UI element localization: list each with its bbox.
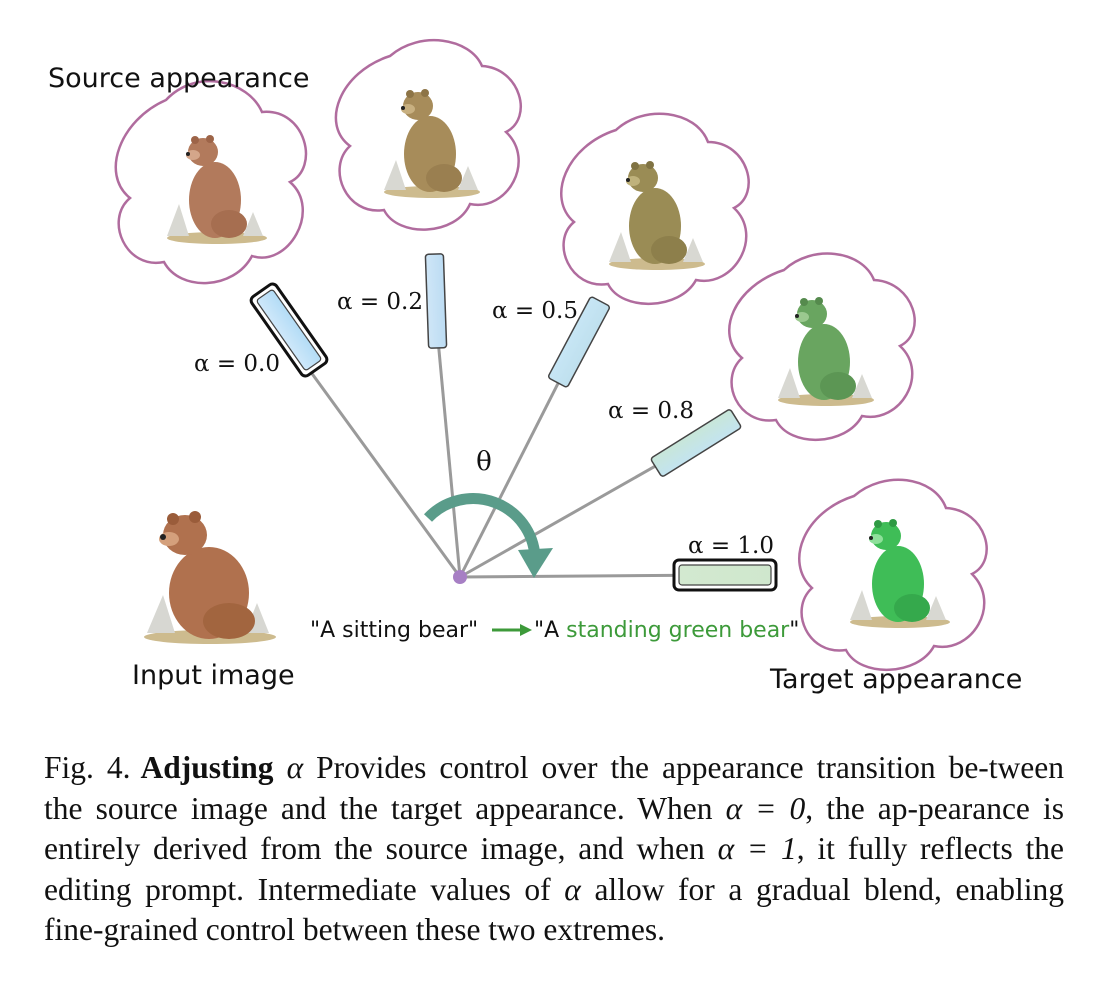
alpha-label-0-5: α = 0.5 (492, 298, 578, 324)
caption-text-2: , the ap-pearance is entirely derived fr… (44, 790, 1064, 867)
ray-alpha-0-0 (287, 341, 462, 578)
alpha-label-1-0: α = 1.0 (688, 533, 774, 559)
caption-cond-one: α = 1 (717, 831, 797, 866)
input-image-label: Input image (132, 660, 295, 691)
prompt-target-suffix: " (789, 618, 799, 643)
caption-alpha-again: α (564, 871, 581, 907)
target-appearance-label: Target appearance (769, 664, 1022, 695)
bear-alpha-0-2 (384, 89, 480, 198)
caption-cond-zero: α = 0 (725, 790, 806, 826)
ray-alpha-0-2 (434, 317, 462, 578)
alpha-label-0-8: α = 0.8 (608, 398, 694, 424)
slider-rect-alpha-0-2 (424, 253, 448, 349)
prompt-arrow (492, 624, 532, 636)
source-appearance-label: Source appearance (48, 63, 310, 94)
diagram-canvas: θ α = 0.0 α = 0.2 α = 0.5 α = 0.8 α = 1.… (48, 39, 1022, 695)
prompt-source: "A sitting bear" (310, 618, 478, 643)
caption-text-1: Provides control over the appearance tra… (44, 750, 1064, 826)
alpha-label-0-2: α = 0.2 (337, 289, 423, 315)
figure-caption: Fig. 4. Adjusting α Provides control over… (44, 748, 1064, 951)
caption-text-4: allow for a gradual blend, enabling fine… (44, 871, 1064, 948)
prompt-target-highlight: standing green bear (566, 618, 790, 643)
diagram: θ α = 0.0 α = 0.2 α = 0.5 α = 0.8 α = 1.… (48, 39, 1022, 695)
prompt-target-prefix: "A (534, 618, 566, 643)
theta-label: θ (476, 447, 492, 477)
slider-rect-alpha-0-8 (650, 409, 742, 477)
bear-alpha-0-8 (778, 297, 874, 406)
slider-rect-alpha-0-5 (547, 296, 611, 388)
slider-rect-alpha-0-0 (249, 282, 329, 378)
prompt-target: "A standing green bear" (534, 618, 799, 643)
slider-rect-alpha-1-0 (672, 558, 778, 592)
alpha-label-0-0: α = 0.0 (194, 351, 280, 377)
caption-alpha-symbol: α (286, 750, 304, 785)
caption-bold-lead: Adjusting (140, 750, 274, 785)
bear-alpha-0-5 (609, 161, 705, 270)
rays (287, 317, 726, 579)
theta-arrowhead (518, 548, 553, 578)
bear-alpha-1-0 (850, 519, 950, 628)
origin-dot (453, 570, 467, 584)
caption-text-3: , it fully reflects the editing prompt. … (44, 831, 1064, 907)
theta-arc (424, 493, 553, 578)
bear-input (144, 511, 276, 644)
caption-fig-label: Fig. 4. (44, 750, 131, 785)
bear-alpha-0-0 (167, 135, 267, 244)
